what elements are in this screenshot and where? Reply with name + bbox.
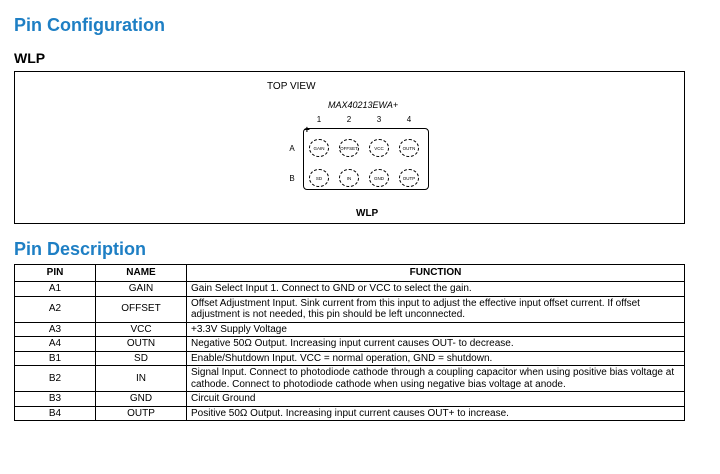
table-row: A3 VCC +3.3V Supply Voltage xyxy=(14,321,685,337)
table-row: A4 OUTN Negative 50Ω Output. Increasing … xyxy=(14,336,685,352)
pin-cell: B1 xyxy=(14,350,96,366)
part-number-label: MAX40213EWA+ xyxy=(328,100,399,110)
pin-cell: B4 xyxy=(14,405,96,421)
pin-cell: B2 xyxy=(14,365,96,392)
pin-description-table: PIN NAME FUNCTION A1 GAIN Gain Select In… xyxy=(14,264,685,421)
name-cell: IN xyxy=(95,365,187,392)
ball-b4: OUTP xyxy=(399,169,419,187)
ball-label: GAIN xyxy=(313,145,325,151)
pin1-marker: + xyxy=(304,125,310,136)
name-cell: GAIN xyxy=(95,281,187,297)
ball-a2: OFFSET xyxy=(339,139,359,157)
function-cell: Negative 50Ω Output. Increasing input cu… xyxy=(186,336,685,352)
table-row: A2 OFFSET Offset Adjustment Input. Sink … xyxy=(14,295,685,323)
function-cell: +3.3V Supply Voltage xyxy=(186,321,685,337)
package-outline xyxy=(303,128,429,190)
name-cell: OUTN xyxy=(95,336,187,352)
ball-b3: GND xyxy=(369,169,389,187)
top-view-label: TOP VIEW xyxy=(267,81,316,92)
header-pin: PIN xyxy=(14,264,96,282)
column-number: 4 xyxy=(406,115,412,124)
row-label: B xyxy=(289,174,295,183)
package-label: WLP xyxy=(356,208,379,219)
ball-b2: IN xyxy=(339,169,359,187)
table-row: B1 SD Enable/Shutdown Input. VCC = norma… xyxy=(14,350,685,366)
header-name: NAME xyxy=(95,264,187,282)
function-cell: Enable/Shutdown Input. VCC = normal oper… xyxy=(186,350,685,366)
ball-a4: OUTN xyxy=(399,139,419,157)
wlp-subheading: WLP xyxy=(14,50,46,66)
ball-label: OUTN xyxy=(402,145,416,151)
row-label: A xyxy=(289,144,295,153)
function-cell: Positive 50Ω Output. Increasing input cu… xyxy=(186,405,685,421)
table-header-row: PIN NAME FUNCTION xyxy=(14,264,685,282)
function-cell: Circuit Ground xyxy=(186,391,685,407)
table-row: B2 IN Signal Input. Connect to photodiod… xyxy=(14,365,685,392)
ball-label: IN xyxy=(346,175,352,181)
ball-label: VCC xyxy=(374,145,384,151)
pin-configuration-heading: Pin Configuration xyxy=(14,15,165,35)
ball-b1: SD xyxy=(309,169,329,187)
pin-description-heading: Pin Description xyxy=(14,239,147,259)
column-number: 3 xyxy=(376,115,382,124)
pin-cell: A1 xyxy=(14,281,96,297)
ball-label: GND xyxy=(374,175,384,181)
ball-label: OUTP xyxy=(402,175,416,181)
pin-cell: B3 xyxy=(14,391,96,407)
ball-a1: GAIN xyxy=(309,139,329,157)
pin-cell: A4 xyxy=(14,336,96,352)
table-row: B4 OUTP Positive 50Ω Output. Increasing … xyxy=(14,405,685,421)
function-cell: Signal Input. Connect to photodiode cath… xyxy=(186,365,685,392)
ball-a3: VCC xyxy=(369,139,389,157)
ball-label: SD xyxy=(315,175,323,181)
name-cell: VCC xyxy=(95,321,187,337)
table-row: A1 GAIN Gain Select Input 1. Connect to … xyxy=(14,281,685,297)
function-cell: Gain Select Input 1. Connect to GND or V… xyxy=(186,281,685,297)
column-number: 2 xyxy=(346,115,352,124)
pin-cell: A3 xyxy=(14,321,96,337)
ball-label: OFFSET xyxy=(340,145,358,151)
function-cell: Offset Adjustment Input. Sink current fr… xyxy=(186,295,685,323)
pin-configuration-diagram: TOP VIEW MAX40213EWA+ 1 2 3 4 A B + GAIN… xyxy=(14,71,685,224)
header-function: FUNCTION xyxy=(186,264,685,282)
name-cell: GND xyxy=(95,391,187,407)
table-row: B3 GND Circuit Ground xyxy=(14,391,685,407)
pin-cell: A2 xyxy=(14,295,96,323)
name-cell: OFFSET xyxy=(95,295,187,323)
name-cell: OUTP xyxy=(95,405,187,421)
name-cell: SD xyxy=(95,350,187,366)
column-number: 1 xyxy=(316,115,322,124)
